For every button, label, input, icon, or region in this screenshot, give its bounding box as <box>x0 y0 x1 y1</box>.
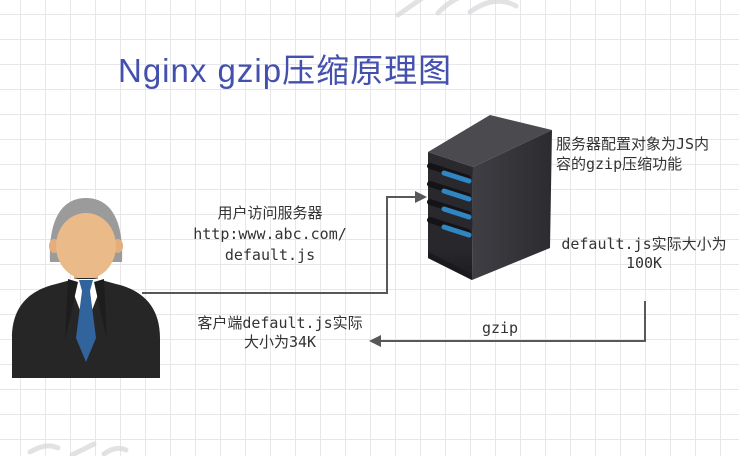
server-file-size-label: default.js实际大小为 100K <box>561 235 727 272</box>
tie <box>79 280 93 291</box>
diagram-title: Nginx gzip压缩原理图 <box>118 52 453 89</box>
user-icon <box>12 198 160 378</box>
server-side-face <box>472 130 552 280</box>
face <box>56 213 116 279</box>
response-arrow-icon <box>369 301 646 347</box>
request-arrow-icon <box>142 191 427 294</box>
server-config-label: 服务器配置对象为JS内 容的gzip压缩功能 <box>556 135 710 173</box>
client-file-size-label: 客户端default.js实际 大小为34K <box>197 314 363 351</box>
server-top-face <box>428 115 552 167</box>
user-request-label: 用户访问服务器 http:www.abc.com/ default.js <box>193 204 347 264</box>
tie-body <box>76 291 96 362</box>
server-icon <box>427 115 552 280</box>
gzip-label: gzip <box>481 319 519 337</box>
